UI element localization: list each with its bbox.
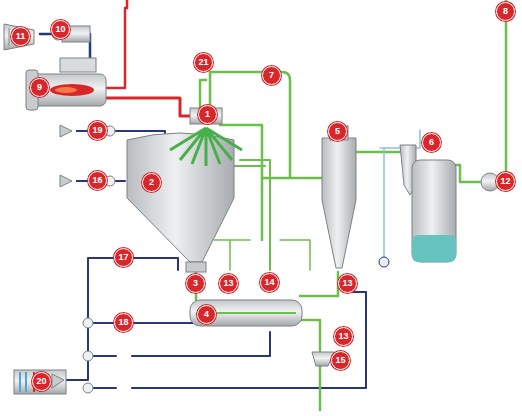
callout-number: 21 [194, 53, 213, 72]
callout-number: 12 [496, 172, 515, 191]
callout-number: 11 [11, 27, 30, 46]
callout-number: 5 [328, 122, 347, 141]
callout-number: 8 [496, 2, 515, 21]
callout-number: 15 [331, 351, 350, 370]
callout-number: 10 [51, 20, 70, 39]
callout-number: 17 [114, 248, 133, 267]
callout-number: 13 [338, 274, 357, 293]
callout-number: 20 [32, 372, 51, 391]
callout-number: 9 [30, 78, 49, 97]
callout-number: 3 [186, 274, 205, 293]
callout-number: 6 [422, 133, 441, 152]
callout-number: 2 [142, 173, 161, 192]
callout-number: 16 [88, 171, 107, 190]
callout-number: 1 [198, 105, 217, 124]
callout-number: 7 [262, 66, 281, 85]
callout-number: 4 [197, 305, 216, 324]
callout-number: 13 [334, 327, 353, 346]
callout-number: 19 [88, 121, 107, 140]
callout-number: 18 [114, 313, 133, 332]
callout-number: 13 [219, 274, 238, 293]
callout-number: 14 [260, 273, 279, 292]
